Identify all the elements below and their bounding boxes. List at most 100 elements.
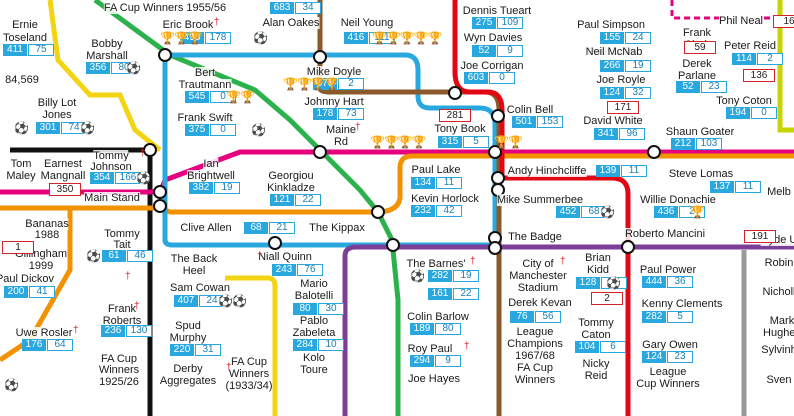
- station-niall-quinn[interactable]: [268, 236, 282, 250]
- station-maine-rd[interactable]: [313, 145, 327, 159]
- station-label[interactable]: Clive Allen: [180, 222, 232, 234]
- station-label[interactable]: FA Cup: [516, 362, 554, 374]
- station-label[interactable]: Manchester: [509, 270, 567, 282]
- station-label[interactable]: Aggregates: [159, 375, 217, 387]
- station-label[interactable]: Maine: [326, 124, 356, 136]
- station-badge-2[interactable]: [488, 241, 502, 255]
- station-label[interactable]: Parlane: [678, 70, 716, 82]
- station-label[interactable]: Tommy: [93, 150, 129, 162]
- station-label[interactable]: Mark: [769, 315, 794, 327]
- station-label[interactable]: 1988: [34, 229, 60, 241]
- station-label[interactable]: Maley: [6, 170, 36, 182]
- station-label[interactable]: Spud: [175, 320, 201, 332]
- station-label[interactable]: Brightwell: [187, 170, 235, 182]
- station-label[interactable]: The Kippax: [309, 222, 365, 234]
- station-label[interactable]: Roberts: [102, 315, 142, 327]
- station-label[interactable]: Mangnall: [40, 170, 86, 182]
- station-label[interactable]: Jones: [42, 109, 72, 121]
- station-label[interactable]: Paul Dickov: [0, 273, 55, 285]
- station-label[interactable]: Earnest: [44, 158, 82, 170]
- station-label[interactable]: Zabeleta: [292, 327, 336, 339]
- station-label[interactable]: Joe Hayes: [408, 373, 460, 385]
- station-label[interactable]: Balotelli: [294, 290, 334, 302]
- station-label[interactable]: Colin Bell: [506, 104, 554, 116]
- station-label[interactable]: Toure: [300, 364, 328, 376]
- station-label[interactable]: Roberto Mancini: [624, 228, 706, 240]
- station-label[interactable]: Johnson: [90, 161, 132, 173]
- station-label[interactable]: Mario: [300, 278, 328, 290]
- station-label[interactable]: The Badge: [508, 231, 562, 243]
- station-label[interactable]: Mike Summerbee: [496, 194, 584, 206]
- station-label[interactable]: Joe Royle: [596, 74, 646, 86]
- station-shaun-goater[interactable]: [647, 145, 661, 159]
- station-label[interactable]: Main Stand: [84, 192, 140, 204]
- station-label[interactable]: Nicky: [582, 358, 610, 370]
- station-main-stand[interactable]: [153, 185, 167, 199]
- station-label[interactable]: Derek Kevan: [508, 297, 572, 309]
- station-label[interactable]: League: [649, 366, 687, 378]
- station-mike-doyle[interactable]: [313, 50, 327, 64]
- station-label[interactable]: Sam Cowan: [170, 282, 230, 294]
- station-label[interactable]: The Back: [170, 253, 218, 265]
- station-label[interactable]: Gary Owen: [642, 339, 698, 351]
- station-label[interactable]: Winners: [228, 368, 270, 380]
- station-label[interactable]: Robinh: [764, 257, 794, 269]
- station-label[interactable]: Nicholl: [762, 286, 794, 298]
- station-label[interactable]: Alan Oakes: [262, 17, 320, 29]
- station-label[interactable]: David White: [583, 115, 643, 127]
- station-label[interactable]: Paul Lake: [411, 164, 461, 176]
- station-label[interactable]: City of: [522, 258, 554, 270]
- station-tony-book[interactable]: [448, 86, 462, 100]
- station-label[interactable]: Ian: [203, 158, 219, 170]
- station-label[interactable]: Eric Brook: [162, 19, 214, 31]
- station-label[interactable]: Kevin Horlock: [411, 193, 479, 205]
- station-label[interactable]: Neil Young: [340, 17, 394, 29]
- station-label[interactable]: Pablo: [299, 315, 329, 327]
- station-label[interactable]: FA Cup: [100, 353, 138, 365]
- station-back-heel[interactable]: [386, 238, 400, 252]
- station-label[interactable]: The Barnes': [406, 258, 466, 270]
- station-label[interactable]: Shaun Goater: [665, 126, 735, 138]
- station-label[interactable]: Paul Power: [639, 264, 697, 276]
- station-label[interactable]: Paul Simpson: [577, 19, 645, 31]
- station-label[interactable]: FA Cup Winners 1955/56: [103, 2, 227, 14]
- station-label[interactable]: Bobby: [91, 38, 123, 50]
- station-label[interactable]: Tony Book: [434, 123, 486, 135]
- station-label[interactable]: Andy Hinchcliffe: [507, 165, 587, 177]
- station-label[interactable]: 1967/68: [515, 350, 555, 362]
- station-label[interactable]: Caton: [581, 329, 611, 341]
- station-label[interactable]: Peter Reid: [724, 40, 776, 52]
- station-label[interactable]: Neil McNab: [585, 46, 643, 58]
- station-label[interactable]: Frank: [107, 303, 137, 315]
- station-label[interactable]: Hughes: [763, 327, 794, 339]
- station-label[interactable]: Ernie: [12, 19, 38, 31]
- station-eric-brook[interactable]: [158, 48, 172, 62]
- station-label[interactable]: Rd: [333, 136, 349, 148]
- station-label[interactable]: Tommy: [104, 228, 140, 240]
- station-label[interactable]: Derek: [682, 58, 712, 70]
- station-label[interactable]: Mike Doyle: [306, 66, 362, 78]
- station-label[interactable]: Bananas: [25, 218, 69, 230]
- station-label[interactable]: Tommy: [578, 317, 614, 329]
- station-label[interactable]: Cup Winners: [636, 378, 700, 390]
- station-label[interactable]: Tom: [10, 158, 32, 170]
- station-tommy-johnson[interactable]: [143, 143, 157, 157]
- station-label[interactable]: Kinkladze: [267, 182, 315, 194]
- station-label[interactable]: Winners: [98, 364, 140, 376]
- station-label[interactable]: Heel: [182, 265, 206, 277]
- station-colin-bell[interactable]: [491, 109, 505, 123]
- station-label[interactable]: Willie Donachie: [640, 194, 716, 206]
- station-label[interactable]: Dennis Tueart: [462, 5, 532, 17]
- station-label[interactable]: Reid: [584, 370, 608, 382]
- station-pink-east[interactable]: [488, 145, 502, 159]
- station-label[interactable]: Champions: [507, 338, 563, 350]
- station-label[interactable]: Steve Lomas: [668, 168, 734, 180]
- station-label[interactable]: Johnny Hart: [304, 96, 364, 108]
- station-mancini[interactable]: [621, 240, 635, 254]
- station-label[interactable]: Melb: [767, 186, 791, 198]
- station-label[interactable]: Toseland: [2, 32, 48, 44]
- station-label[interactable]: Colin Barlow: [407, 311, 469, 323]
- station-main-stand-2[interactable]: [153, 199, 167, 213]
- station-label[interactable]: Sven: [766, 374, 792, 386]
- station-label[interactable]: Frank: [682, 27, 712, 39]
